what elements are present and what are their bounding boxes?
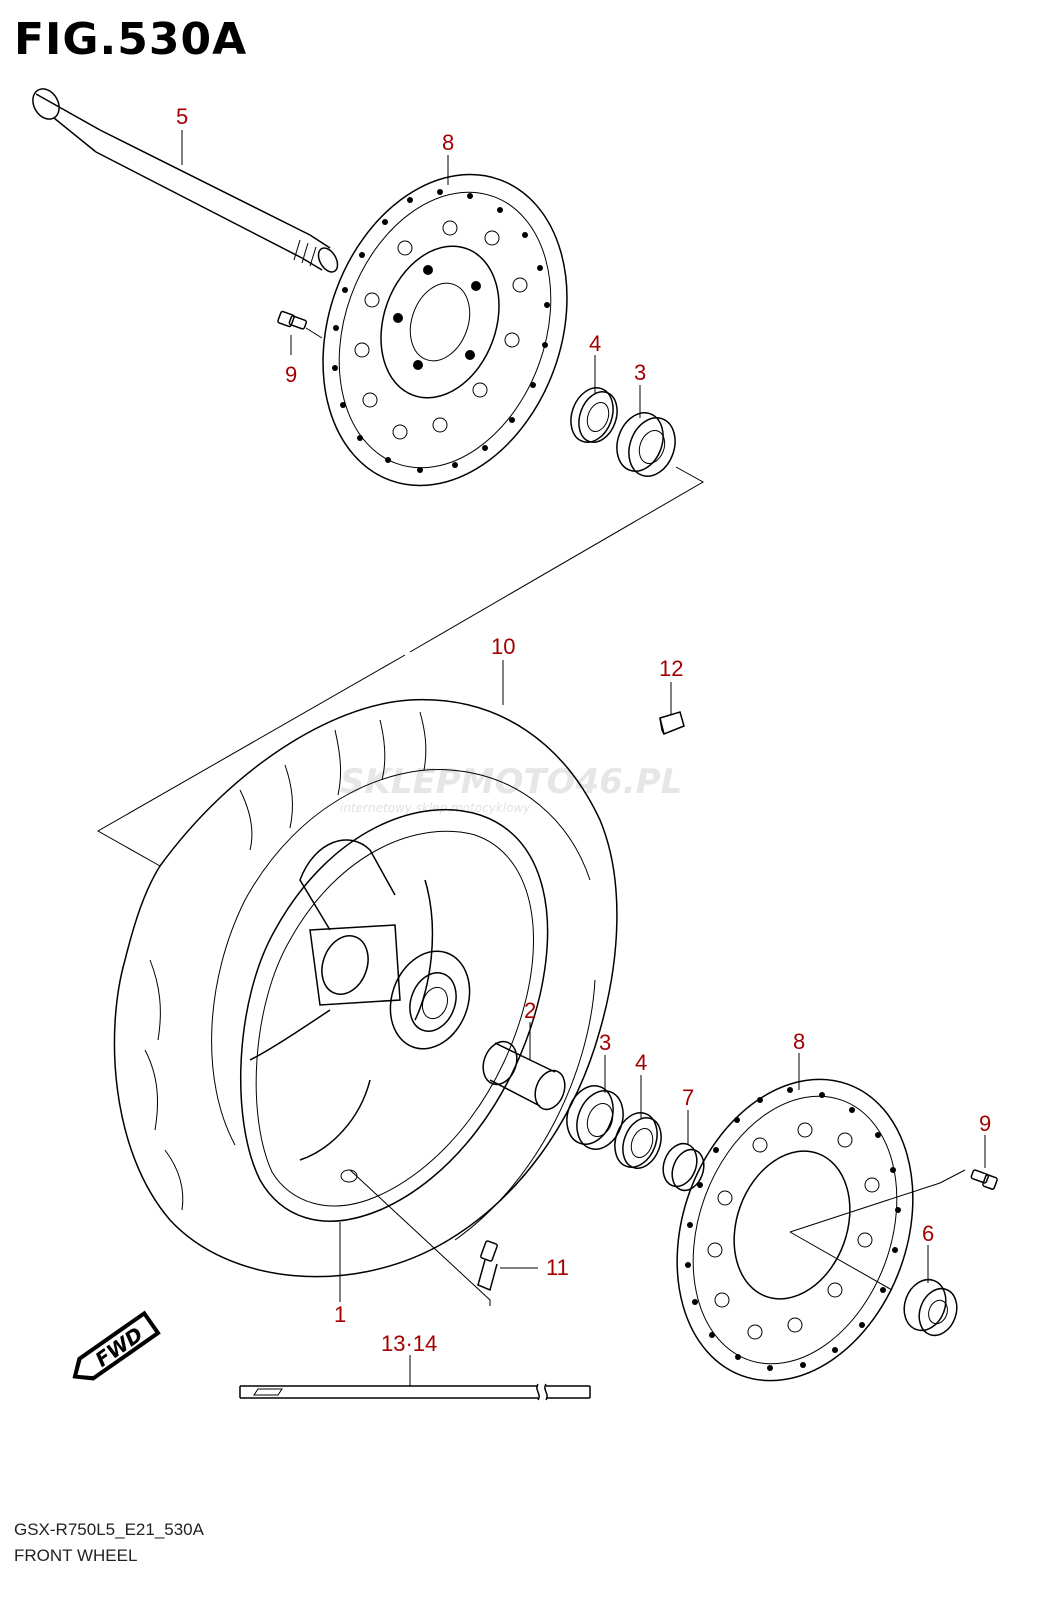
brake-disc-bottom (676, 1078, 914, 1382)
leader-lines (181, 130, 986, 1386)
rim-tape (239, 1383, 591, 1401)
callout-12: 12 (659, 656, 683, 681)
assembly-lines (96, 466, 705, 867)
callout-8-bottom: 8 (793, 1029, 805, 1054)
callout-8-top: 8 (442, 130, 454, 155)
tire-and-wheel (113, 698, 618, 1278)
callout-7: 7 (682, 1085, 694, 1110)
watermark-main: SKLEPMOTO46.PL (340, 762, 682, 802)
spacer (482, 1040, 566, 1111)
watermark-sub: internetowy sklep motocyklowy (340, 801, 531, 815)
callout-5: 5 (176, 104, 188, 129)
callout-4-top: 4 (589, 331, 601, 356)
callout-13-14: 13·14 (381, 1331, 437, 1356)
oil-seal-bottom (614, 1112, 662, 1169)
callout-3-bottom: 3 (599, 1030, 611, 1055)
tire-valve (349, 1169, 498, 1306)
bolt-bottom (789, 1169, 998, 1233)
axle-part (32, 88, 339, 273)
callout-2: 2 (524, 998, 536, 1023)
callout-9-top: 9 (285, 362, 297, 387)
oil-seal-top (570, 387, 618, 443)
callout-6: 6 (922, 1221, 934, 1246)
watermark: SKLEPMOTO46.PL internetowy sklep motocyk… (340, 762, 682, 815)
balancer-weight (659, 711, 685, 736)
brake-disc-top (322, 173, 568, 487)
callout-10: 10 (491, 634, 515, 659)
model-code: GSX-R750L5_E21_530A (14, 1520, 204, 1539)
callout-labels: 5 8 9 4 3 10 12 2 3 4 7 8 9 6 11 1 13·14 (176, 104, 991, 1356)
figure-title: FIG.530A (14, 14, 248, 65)
bearing-top (616, 412, 676, 477)
callout-11: 11 (546, 1255, 569, 1280)
callout-9-bottom: 9 (979, 1111, 991, 1136)
bolt-top (277, 310, 323, 339)
callout-1: 1 (334, 1302, 346, 1327)
figure-name: FRONT WHEEL (14, 1546, 138, 1565)
bearing-bottom (566, 1085, 624, 1150)
callout-4-bottom: 4 (635, 1050, 647, 1075)
axle-collar (789, 1231, 958, 1337)
callout-3-top: 3 (634, 360, 646, 385)
forward-direction-badge: FWD (72, 1310, 161, 1381)
